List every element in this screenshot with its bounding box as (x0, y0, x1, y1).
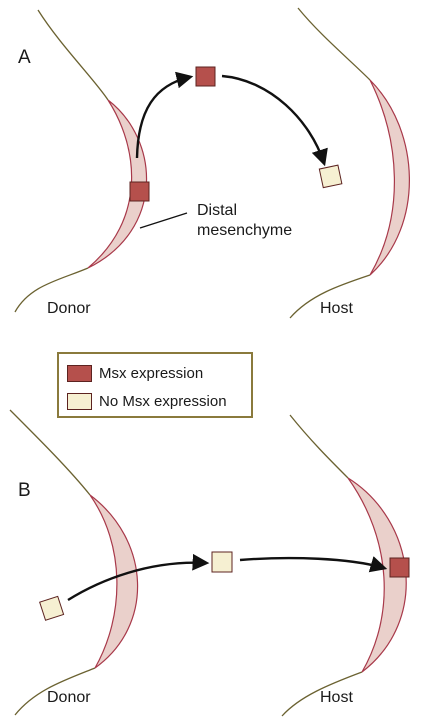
host-limb-outline-b (281, 414, 363, 717)
legend: Msx expression No Msx expression (57, 352, 253, 418)
host-limb-outline-a (289, 7, 371, 319)
no-msx-cell-middle-b (211, 551, 233, 573)
legend-swatch-msx (67, 364, 92, 382)
donor-distal-mesenchyme-a (87, 99, 147, 269)
host-distal-mesenchyme-a (369, 79, 410, 276)
host-label-a: Host (320, 300, 353, 317)
legend-item-msx: Msx expression (67, 363, 203, 383)
arrow-donor-to-middle-a (135, 71, 194, 159)
host-label-b: Host (320, 689, 353, 706)
donor-label-b: Donor (47, 689, 91, 706)
legend-item-no-msx: No Msx expression (67, 391, 227, 411)
panel-b-letter: B (18, 480, 31, 501)
msx-cell-host-b (389, 557, 410, 578)
distal-mesenchyme-leader (139, 212, 188, 229)
donor-label-a: Donor (47, 300, 91, 317)
msx-cell-donor-a (129, 181, 150, 202)
distal-mesenchyme-label-line2: mesenchyme (197, 222, 293, 239)
donor-limb-outline-b (9, 409, 96, 716)
panel-a-letter: A (18, 47, 31, 68)
arrow-donor-to-middle-b (67, 553, 210, 602)
donor-limb-outline-a (14, 9, 109, 313)
legend-swatch-no-msx (67, 392, 92, 410)
no-msx-cell-donor-b (39, 595, 65, 621)
arrow-middle-to-host-b (239, 556, 388, 573)
donor-distal-mesenchyme-b (89, 494, 139, 669)
distal-mesenchyme-label-line1: Distal (197, 202, 238, 219)
legend-label-msx: Msx expression (99, 364, 204, 382)
arrow-middle-to-host-a (221, 74, 328, 167)
host-distal-mesenchyme-b (347, 477, 407, 673)
msx-cell-middle-a (195, 66, 216, 87)
legend-label-no-msx: No Msx expression (99, 392, 227, 410)
no-msx-cell-host-a (318, 164, 343, 189)
